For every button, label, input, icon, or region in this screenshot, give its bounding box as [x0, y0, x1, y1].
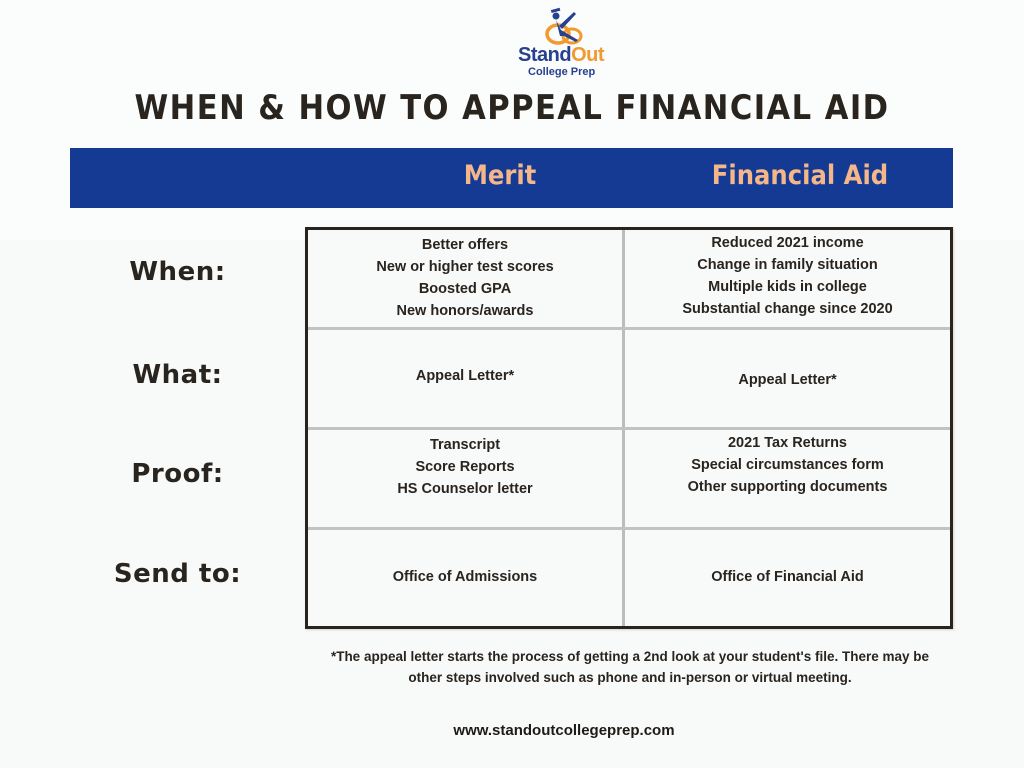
website-url: www.standoutcollegeprep.com	[453, 722, 675, 739]
cell-when-merit: Better offers New or higher test scores …	[376, 237, 554, 319]
footnote: *The appeal letter starts the process of…	[330, 649, 930, 685]
row-label-proof: Proof:	[131, 459, 224, 489]
page-title: WHEN & HOW TO APPEAL FINANCIAL AID	[134, 88, 890, 128]
cell-proof-merit: Transcript Score Reports HS Counselor le…	[397, 437, 533, 497]
logo-subtitle: College Prep	[528, 66, 596, 78]
cell-send-to-merit: Office of Admissions	[392, 569, 538, 585]
comparison-table: Better offers New or higher test scores …	[305, 227, 953, 629]
row-divider	[308, 427, 950, 430]
row-label-send-to: Send to:	[113, 559, 242, 589]
row-label-what: What:	[132, 360, 223, 390]
column-header-merit: Merit	[463, 160, 537, 191]
column-header-band: Merit Financial Aid	[70, 148, 953, 208]
column-header-financial-aid: Financial Aid	[711, 160, 889, 191]
logo-wordmark: StandOut	[518, 44, 604, 66]
cell-proof-financial-aid: 2021 Tax Returns Special circumstances f…	[687, 435, 888, 495]
graduate-figure-icon	[545, 7, 583, 45]
cell-when-financial-aid: Reduced 2021 income Change in family sit…	[682, 235, 893, 317]
row-label-when: When:	[129, 257, 226, 287]
row-divider	[308, 527, 950, 530]
standout-logo: StandOut College Prep	[510, 6, 620, 78]
cell-what-financial-aid: Appeal Letter*	[738, 372, 837, 388]
row-divider	[308, 327, 950, 330]
cell-what-merit: Appeal Letter*	[415, 368, 515, 384]
cell-send-to-financial-aid: Office of Financial Aid	[711, 569, 864, 585]
